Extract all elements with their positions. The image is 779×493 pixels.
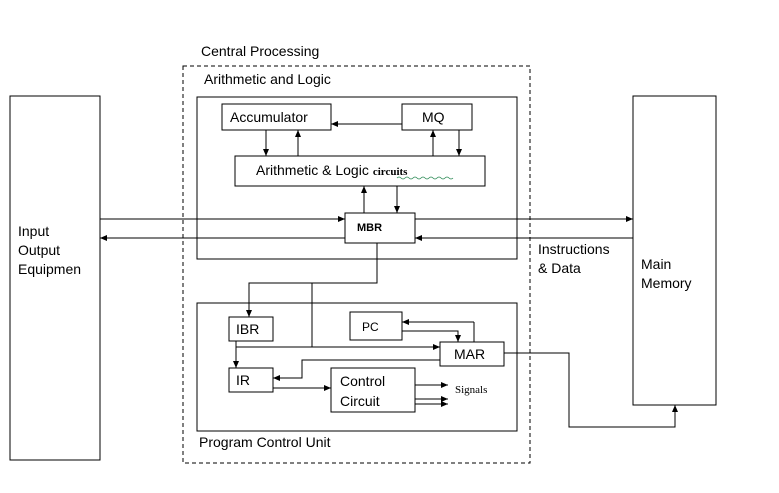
control-label-line2: Circuit bbox=[340, 393, 380, 409]
io-label-line3: Equipmen bbox=[18, 261, 81, 277]
io-label-line1: Input bbox=[18, 223, 49, 239]
io-label-line2: Output bbox=[18, 242, 60, 258]
instructions-label-line1: Instructions bbox=[538, 241, 610, 257]
mbr-box bbox=[344, 212, 416, 244]
main-memory-box bbox=[632, 95, 717, 406]
io-equipment-box bbox=[9, 95, 101, 461]
pc-box bbox=[349, 311, 403, 341]
mar-to-memory-arrow bbox=[504, 352, 678, 428]
cpu-label: Central Processing bbox=[201, 43, 319, 59]
pc-to-mar-arrow bbox=[402, 330, 461, 342]
ibr-label: IBR bbox=[236, 321, 259, 337]
instructions-label-line2: & Data bbox=[538, 260, 581, 276]
mar-to-ir-arrow bbox=[273, 359, 440, 381]
signals-label: Signals bbox=[455, 384, 487, 396]
mar-label: MAR bbox=[454, 346, 485, 362]
alc-box bbox=[234, 155, 486, 187]
pcu-label: Program Control Unit bbox=[199, 434, 331, 450]
spellcheck-underline bbox=[396, 176, 454, 180]
ibr-box bbox=[228, 316, 274, 342]
control-circuit-box bbox=[330, 367, 416, 413]
ir-label: IR bbox=[236, 372, 250, 388]
memory-label-line1: Main bbox=[641, 256, 671, 272]
mbr-label: MBR bbox=[357, 222, 382, 234]
mq-box bbox=[401, 103, 473, 131]
accumulator-box bbox=[221, 103, 332, 131]
cpu-boundary bbox=[182, 65, 531, 464]
pc-label: PC bbox=[362, 320, 379, 334]
mbr-to-ibr-arrow bbox=[246, 243, 378, 317]
mar-box bbox=[439, 341, 505, 367]
mq-label: MQ bbox=[422, 109, 445, 125]
accumulator-label: Accumulator bbox=[230, 109, 308, 125]
control-label-line1: Control bbox=[340, 373, 385, 389]
alu-unit-label: Arithmetic and Logic bbox=[204, 71, 331, 87]
memory-label-line2: Memory bbox=[641, 275, 692, 291]
